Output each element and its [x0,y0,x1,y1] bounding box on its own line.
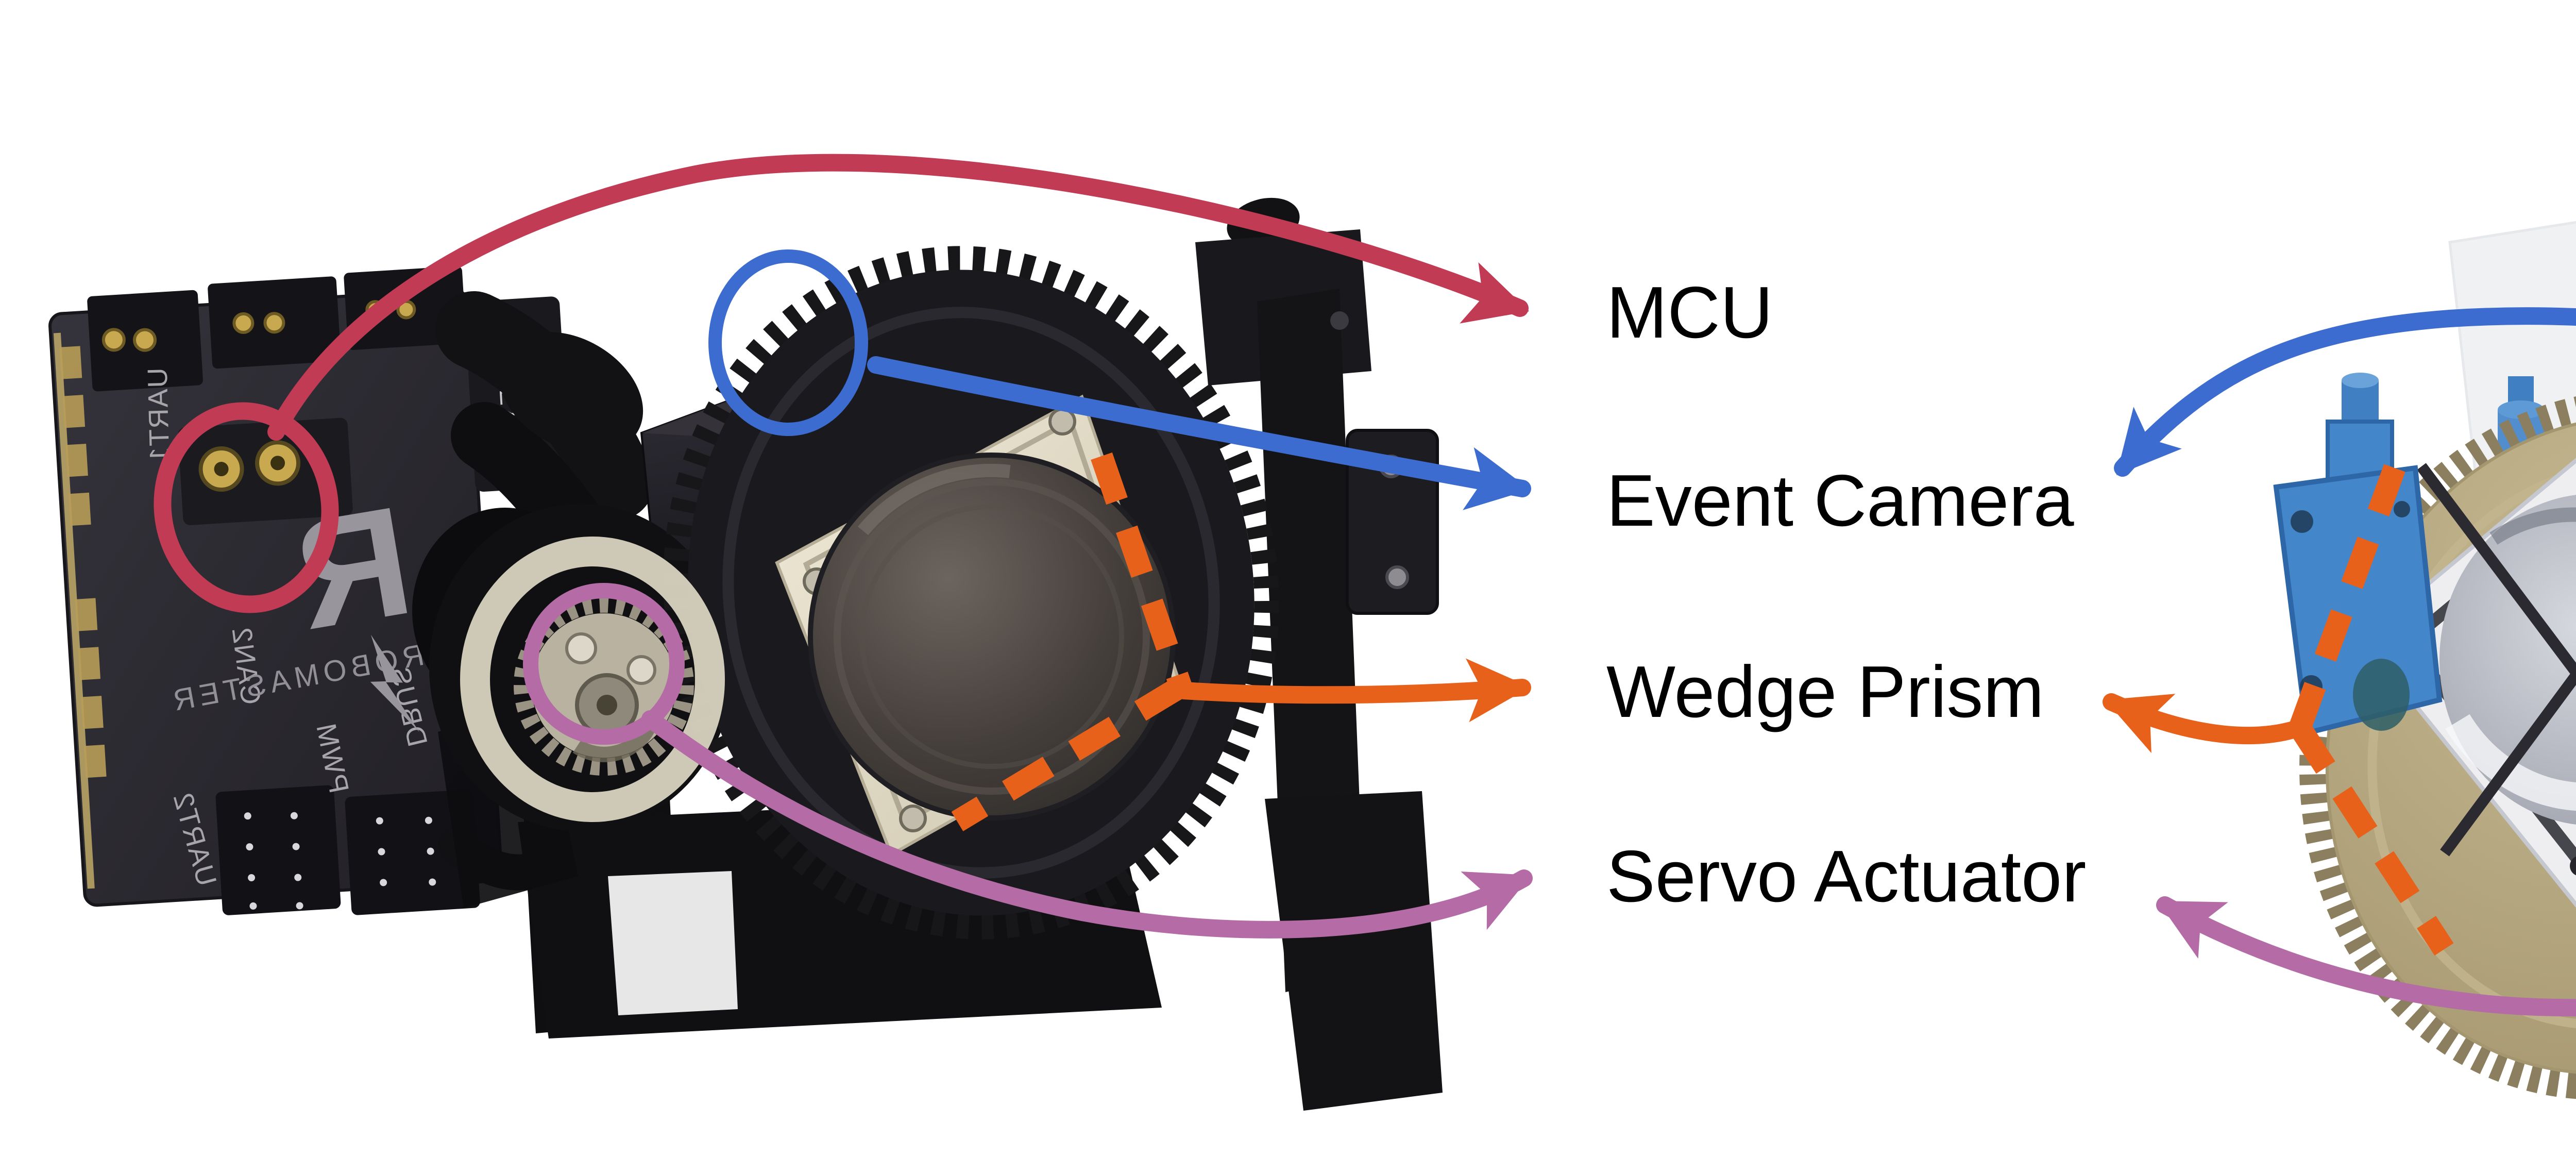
event-camera-highlight-circle-left [708,249,868,436]
servo-bracket-blue [2273,373,2443,736]
frame-foot [1265,791,1443,1111]
servo-highlight-circle-left [523,583,685,745]
servo-pinion-left [460,537,725,822]
servo-arrow-right [2156,896,2576,1017]
left-photo-prototype: UART1 CAN2 PWM DBUS UART2 KEY ROBOMASTER… [48,197,1443,1111]
label-servo-actuator: Servo Actuator [1606,835,2086,917]
dashed-edge-left-b [951,677,1187,831]
wedge-prism-mount-right [2359,458,2576,908]
hinge-screw [1385,565,1409,589]
board-bottom-pin-dots [244,812,436,910]
event-camera-arrow-right [2114,307,2576,477]
servo-arrowhead-left [1461,846,1545,930]
servo-arrowhead-right [2142,873,2228,959]
mcu-highlight-circle [154,402,339,613]
label-wedge-prism: Wedge Prism [1606,651,2044,733]
gear-teeth [663,246,1279,940]
connector-teal [2353,659,2410,731]
event-camera-arrow-left [867,356,1531,497]
pinion-screw [565,632,597,664]
board-gold-pins [101,299,416,352]
base-cutout [608,871,738,1015]
servo-arrow-left [641,710,1533,939]
annotations: MCU Event Camera Wedge Prism Servo Actua… [154,154,2576,1017]
board-gold-pads [59,346,107,778]
wedge-prism-glass [808,453,1176,821]
dashed-edge-left-a [1091,452,1192,691]
pinion-screw [626,655,656,685]
board-power-pins [198,440,301,492]
label-event-camera: Event Camera [1606,460,2074,542]
mcu-arrow [267,154,1529,441]
dashed-edge-right-b [2290,721,2454,956]
servo-horn-ring [460,537,725,822]
wedge-prism-dashed-edges [951,452,2454,956]
wedge-prism-arrowhead-right [2093,670,2176,754]
pinion-teeth [514,595,694,776]
glass-highlight [857,463,1011,535]
clamp-rod [2440,666,2576,857]
wedge-prism-arrow-left [1175,679,1531,704]
dashed-edge-right-a [2289,464,2405,732]
label-mcu: MCU [1606,272,1773,354]
clamp-rod [2417,463,2576,682]
mcu-arrowhead [1460,262,1539,342]
right-cad-render [2273,221,2576,1100]
